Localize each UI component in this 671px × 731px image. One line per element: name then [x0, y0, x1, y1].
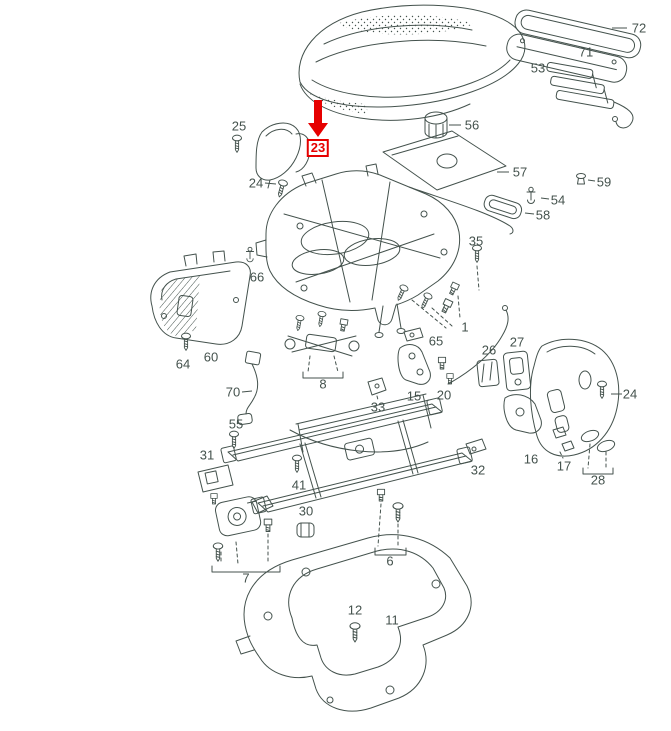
seat-cushion-part: [298, 4, 526, 121]
part-label-59-7[interactable]: 59: [596, 174, 612, 190]
dash-35: [476, 265, 480, 291]
part-label-27-15[interactable]: 27: [509, 334, 525, 350]
leader-line-58: [524, 212, 535, 215]
clip-30: [296, 522, 315, 538]
leader-line-59: [587, 179, 596, 182]
part-label-53-2[interactable]: 53: [530, 60, 546, 76]
seat-pan-frame: [255, 163, 461, 338]
bracket-32: [465, 438, 487, 455]
base-frame-11: [235, 534, 472, 712]
part-label-24-8[interactable]: 24: [248, 175, 264, 191]
part-label-28-30[interactable]: 28: [590, 472, 606, 488]
pad-58: [483, 194, 523, 220]
part-label-16-27[interactable]: 16: [523, 451, 539, 467]
part-label-60-17[interactable]: 60: [203, 349, 219, 365]
bracket-33: [367, 377, 387, 401]
seat-rails: [220, 393, 473, 515]
connector-26: [476, 358, 500, 388]
switch-27: [502, 350, 532, 392]
part-label-58-10[interactable]: 58: [535, 207, 551, 223]
part-label-54-9[interactable]: 54: [550, 192, 566, 208]
part-label-12-35[interactable]: 12: [347, 602, 363, 618]
part-label-33-24[interactable]: 33: [370, 399, 386, 415]
part-label-71-1[interactable]: 71: [578, 44, 594, 60]
part-label-55-25[interactable]: 55: [228, 416, 244, 432]
part-label-70-20[interactable]: 70: [225, 384, 241, 400]
part-label-30-32[interactable]: 30: [298, 503, 314, 519]
side-panel-16: [503, 338, 620, 457]
highlight-arrow: [308, 100, 328, 137]
part-label-32-29[interactable]: 32: [470, 462, 486, 478]
part-label-35-11[interactable]: 35: [468, 233, 484, 249]
part-label-31-26[interactable]: 31: [199, 447, 215, 463]
part-label-17-28[interactable]: 17: [556, 458, 572, 474]
bracket-31: [197, 464, 234, 505]
part-label-64-18[interactable]: 64: [175, 356, 191, 372]
parts-17: [552, 426, 575, 459]
leader-line-70: [241, 390, 253, 393]
part-label-41-31[interactable]: 41: [291, 477, 307, 493]
leader-line-54: [540, 197, 550, 200]
strap-70: [237, 350, 262, 426]
trim-mat-72: [514, 9, 642, 59]
part-label-66-12[interactable]: 66: [249, 269, 265, 285]
trim-panel-57: [382, 130, 514, 235]
part-label-57-6[interactable]: 57: [512, 164, 528, 180]
part-label-26-16[interactable]: 26: [481, 342, 497, 358]
fastener-cluster-1: [393, 281, 461, 329]
part-label-8-19[interactable]: 8: [319, 376, 327, 392]
part-label-24-21[interactable]: 24: [622, 386, 638, 402]
part-label-56-4[interactable]: 56: [464, 117, 480, 133]
bowden-cable: [447, 309, 509, 385]
side-trim-60: [150, 250, 251, 345]
part-label-6-33[interactable]: 6: [386, 553, 394, 569]
part-label-7-34[interactable]: 7: [242, 570, 250, 586]
bracket-15: [397, 344, 431, 385]
part-label-1-13[interactable]: 1: [461, 319, 469, 335]
part-label-65-14[interactable]: 65: [428, 333, 444, 349]
cable-end: [502, 305, 508, 311]
part-label-25-3[interactable]: 25: [231, 118, 247, 134]
part-label-72-0[interactable]: 72: [631, 20, 647, 36]
wire-harness-71: [546, 61, 634, 129]
part-label-15-23[interactable]: 15: [406, 388, 422, 404]
adjuster-assembly-8: [284, 310, 360, 379]
bracket-65: [403, 327, 424, 342]
caps-28: [580, 429, 616, 475]
leader-line-24: [264, 182, 277, 185]
part-label-23-5[interactable]: 23: [306, 139, 330, 157]
part-label-11-36[interactable]: 11: [385, 612, 399, 628]
motor-group-7: [211, 495, 281, 573]
part-label-20-22[interactable]: 20: [436, 387, 452, 403]
heater-pad-53: [506, 33, 628, 83]
